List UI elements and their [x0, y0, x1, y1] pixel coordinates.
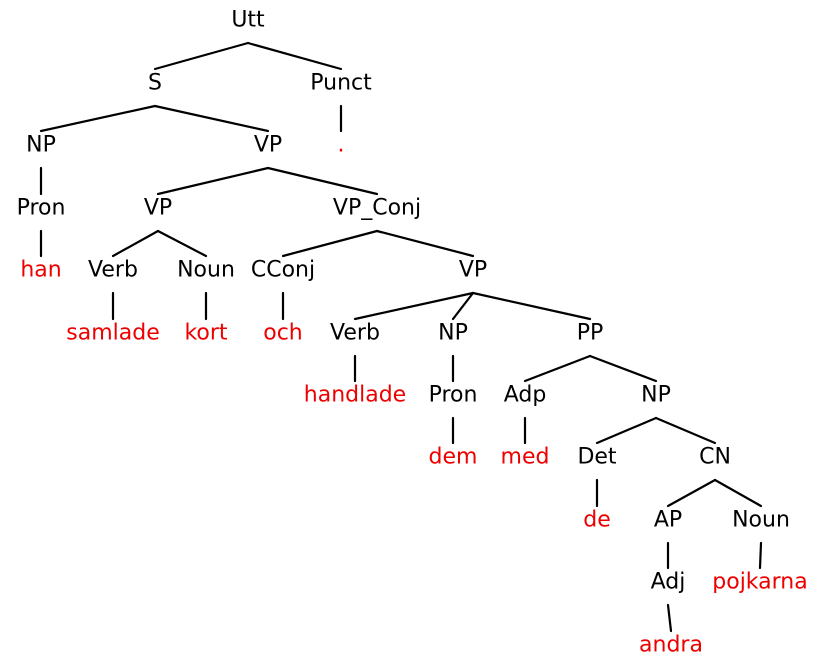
node-np: NP	[438, 321, 468, 346]
tree-edge	[353, 291, 475, 321]
word-pojkarna: pojkarna	[712, 570, 807, 595]
node-np: NP	[26, 133, 56, 158]
word-samlade: samlade	[66, 321, 159, 346]
node-adp: Adp	[504, 383, 547, 408]
node-vp-conj: VP_Conj	[333, 196, 421, 221]
node-noun: Noun	[177, 258, 235, 283]
word-och: och	[263, 321, 303, 346]
word-andra: andra	[639, 633, 703, 658]
node-pron: Pron	[17, 196, 66, 221]
tree-edge	[666, 478, 717, 508]
node-vp: VP	[144, 196, 172, 221]
tree-edge	[375, 229, 475, 258]
tree-edges	[39, 41, 763, 633]
word-dem: dem	[429, 445, 478, 470]
tree-edge	[654, 416, 717, 445]
node-s: S	[148, 71, 162, 96]
tree-edge	[713, 478, 763, 508]
word-de: de	[583, 508, 611, 533]
tree-edge	[666, 603, 673, 633]
tree-edge	[156, 166, 270, 196]
node-verb: Verb	[330, 321, 380, 346]
node-pp: PP	[577, 321, 604, 346]
word-punct: .	[338, 133, 345, 158]
word-med: med	[501, 445, 550, 470]
node-vp: VP	[254, 133, 282, 158]
node-pron: Pron	[429, 383, 478, 408]
node-punct: Punct	[310, 71, 372, 96]
node-adj: Adj	[651, 570, 686, 595]
tree-edge	[153, 104, 270, 133]
tree-edge	[156, 229, 208, 258]
tree-edge	[246, 41, 343, 71]
node-noun: Noun	[732, 508, 790, 533]
node-ap: AP	[654, 508, 682, 533]
word-han: han	[20, 258, 61, 283]
tree-edge	[588, 354, 658, 383]
tree-edge	[595, 416, 658, 445]
tree-edge	[758, 541, 763, 570]
tree-edge	[451, 291, 475, 321]
tree-edge	[111, 229, 160, 258]
tree-edge	[39, 104, 157, 133]
tree-edge	[471, 291, 592, 321]
tree-labels: UttSNPPronhanVPVPVerbsamladeNounkortVP_C…	[17, 8, 808, 658]
node-cn: CN	[699, 445, 731, 470]
word-kort: kort	[184, 321, 227, 346]
node-utt: Utt	[231, 8, 265, 33]
tree-edge	[281, 229, 379, 258]
node-det: Det	[577, 445, 616, 470]
tree-edge	[266, 166, 379, 196]
node-np: NP	[641, 383, 671, 408]
node-cconj: CConj	[251, 258, 315, 283]
node-vp: VP	[459, 258, 487, 283]
tree-edge	[153, 41, 250, 71]
word-handlade: handlade	[304, 383, 406, 408]
node-verb: Verb	[88, 258, 138, 283]
tree-edge	[523, 354, 592, 383]
